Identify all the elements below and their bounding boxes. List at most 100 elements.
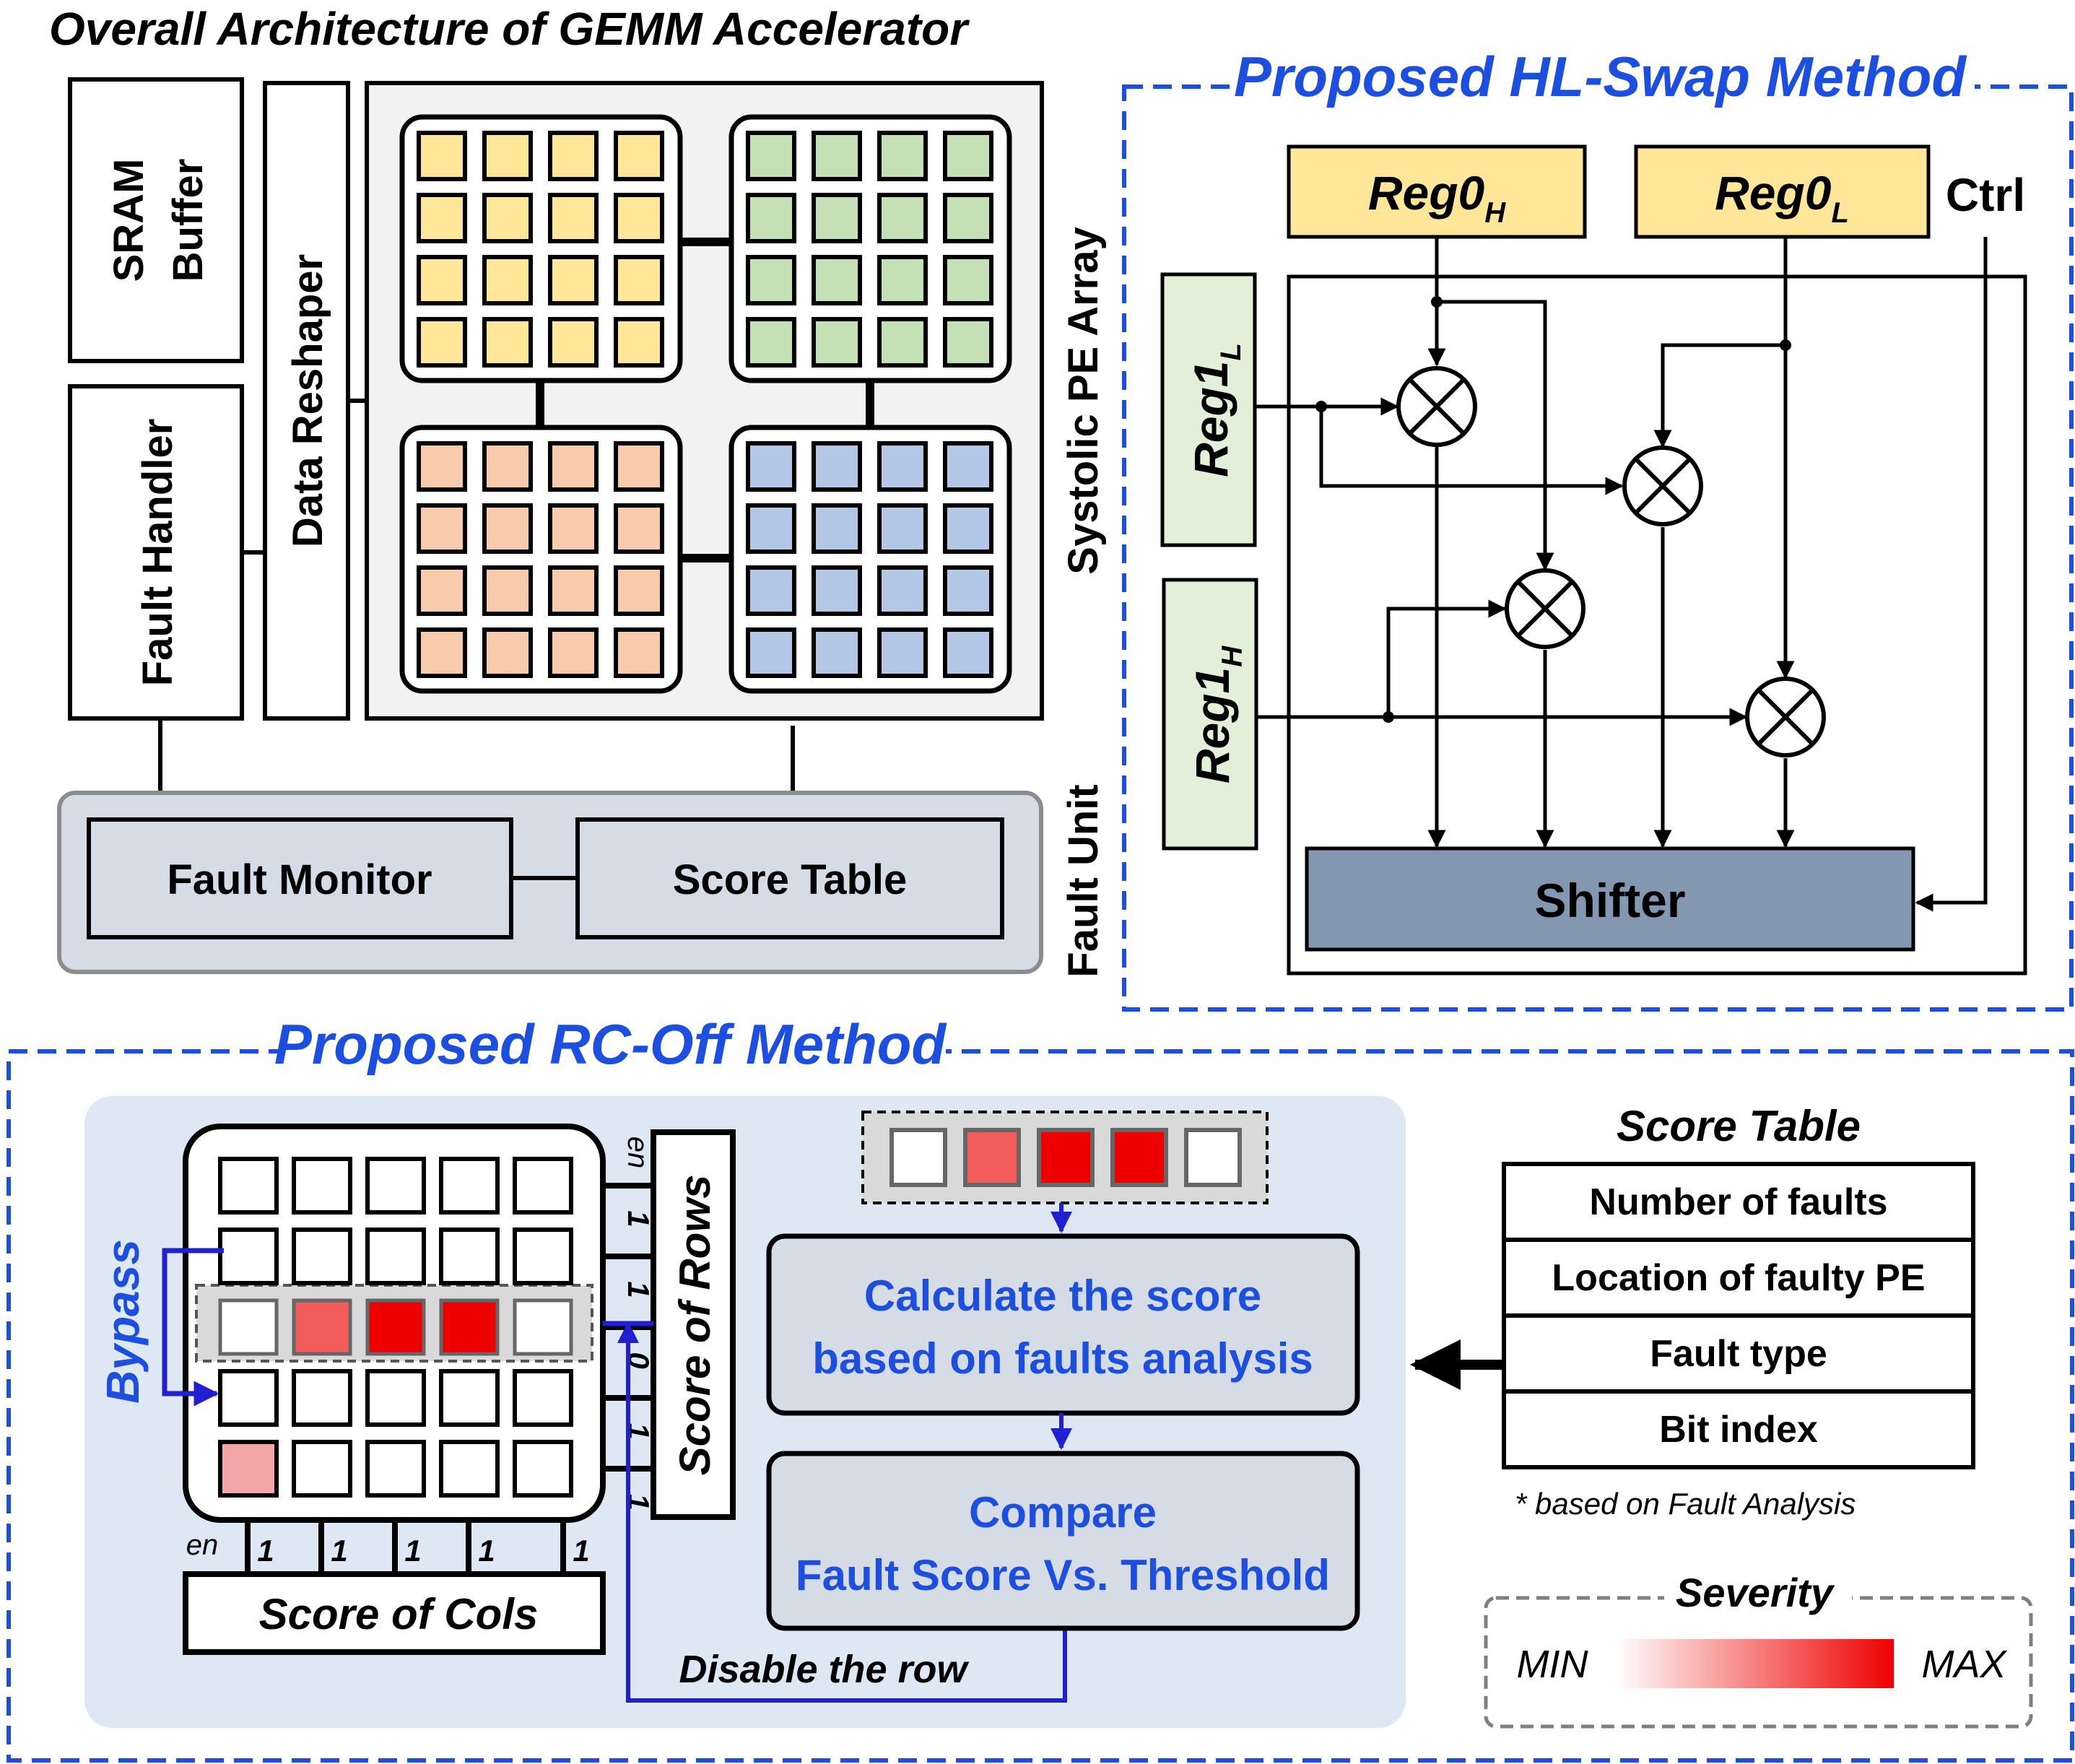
rc-off-title: Proposed RC-Off Method — [274, 1012, 947, 1076]
pe-cell — [877, 193, 928, 243]
score-table-row-label: Location of faulty PE — [1552, 1257, 1925, 1299]
pe-cell — [548, 255, 599, 305]
pe-cell — [548, 565, 599, 616]
pe-quadrant-yellow — [399, 114, 683, 383]
shifter-box — [1305, 846, 1915, 952]
score-table-row — [1502, 1162, 1975, 1242]
pe-cell — [365, 1228, 426, 1285]
reg1-high-box — [1162, 578, 1258, 851]
pe-cell — [614, 565, 664, 616]
pe-cell — [943, 441, 993, 492]
pe-cell — [482, 503, 533, 554]
pe-cell — [614, 317, 664, 368]
pe-cell — [482, 565, 533, 616]
pe-cell — [1037, 1128, 1095, 1187]
pe-cell — [482, 441, 533, 492]
col-score-value: 1 — [404, 1534, 421, 1568]
col-score-value: 1 — [573, 1534, 589, 1568]
systolic-array-label: Systolic PE Array — [1060, 227, 1107, 574]
pe-cell — [417, 255, 467, 305]
score-table-label: Score Table — [673, 856, 908, 903]
pe-cell — [943, 317, 993, 368]
pe-cell — [548, 317, 599, 368]
pe-cell — [812, 131, 862, 181]
multiplier-icon — [1745, 677, 1826, 757]
pe-cell — [812, 317, 862, 368]
pe-cell — [943, 255, 993, 305]
bypass-arrow — [162, 1248, 224, 1407]
rc-off-panel: Proposed RC-Off Method Bypass Score of R… — [6, 1011, 2074, 1763]
row-score-value: 1 — [622, 1210, 656, 1227]
multiplier-icon — [1622, 446, 1703, 526]
score-table-title: Score Table — [1617, 1102, 1861, 1150]
hl-swap-junctions — [1315, 296, 1791, 723]
pe-cell — [365, 1440, 426, 1498]
score-table-row — [1502, 1313, 1975, 1394]
pe-cell — [292, 1228, 352, 1285]
pe-cell — [877, 441, 928, 492]
pe-cell — [746, 565, 796, 616]
disable-row-path — [617, 1321, 1067, 1703]
reg0-low-box — [1634, 144, 1931, 239]
pe-cell — [513, 1440, 573, 1498]
reg1-low-label: Reg1L — [1184, 343, 1247, 477]
pe-cell — [417, 193, 467, 243]
pe-cell — [548, 441, 599, 492]
pe-cell — [482, 627, 533, 678]
compare-line1: Compare — [969, 1488, 1157, 1537]
score-table-row-label: Number of faults — [1589, 1181, 1887, 1223]
fault-handler-box — [68, 384, 244, 721]
hl-swap-panel: Proposed HL-Swap Method Reg0H Reg0L Ctrl… — [1122, 43, 2074, 1012]
reg1-low-box — [1160, 272, 1257, 547]
pe-cell — [943, 131, 993, 181]
shifter-label: Shifter — [1534, 874, 1685, 927]
ctrl-label: Ctrl — [1946, 169, 2025, 221]
multiplier-icon — [1505, 568, 1585, 649]
pe-cell — [513, 1228, 573, 1285]
score-table-row-label: Bit index — [1659, 1409, 1818, 1451]
pe-cell — [417, 441, 467, 492]
pe-cell — [482, 131, 533, 181]
pe-cell — [746, 503, 796, 554]
pe-cell — [292, 1440, 352, 1498]
pe-cell — [548, 503, 599, 554]
sample-faulty-row — [889, 1128, 1242, 1187]
pe-cell — [439, 1440, 500, 1498]
score-table-row — [1502, 1389, 1975, 1469]
pe-cell — [417, 503, 467, 554]
pe-quadrants — [399, 114, 1012, 694]
pe-cell — [877, 317, 928, 368]
severity-max-label: MAX — [1921, 1643, 2007, 1686]
pe-cell — [513, 1369, 573, 1427]
pe-cell — [943, 627, 993, 678]
pe-cell — [482, 317, 533, 368]
reg1-high-label: Reg1H — [1186, 646, 1248, 783]
severity-gradient-bar — [1616, 1639, 1894, 1688]
pe-cell — [877, 503, 928, 554]
col-score-value: 1 — [478, 1534, 495, 1568]
pe-cell — [812, 193, 862, 243]
pe-cell — [218, 1369, 279, 1427]
pe-cell — [877, 131, 928, 181]
pe-cell — [417, 565, 467, 616]
calculate-score-box — [766, 1233, 1360, 1416]
pe-cell — [889, 1128, 947, 1187]
reg0-low-label: Reg0L — [1715, 166, 1849, 229]
pe-cell — [746, 627, 796, 678]
row-score-value: 1 — [622, 1281, 656, 1298]
pe-cell — [365, 1298, 426, 1356]
pe-cell — [482, 193, 533, 243]
pe-cell — [417, 627, 467, 678]
fault-monitor-box — [87, 817, 513, 939]
pe-cell — [365, 1369, 426, 1427]
calculate-score-line2: based on faults analysis — [812, 1334, 1313, 1383]
col-en-label: en — [186, 1529, 219, 1561]
pe-cell — [513, 1298, 573, 1356]
pe-cell — [482, 255, 533, 305]
pe-cell — [292, 1298, 352, 1356]
pe-cell — [548, 131, 599, 181]
pe-quadrant-blue — [728, 425, 1012, 694]
